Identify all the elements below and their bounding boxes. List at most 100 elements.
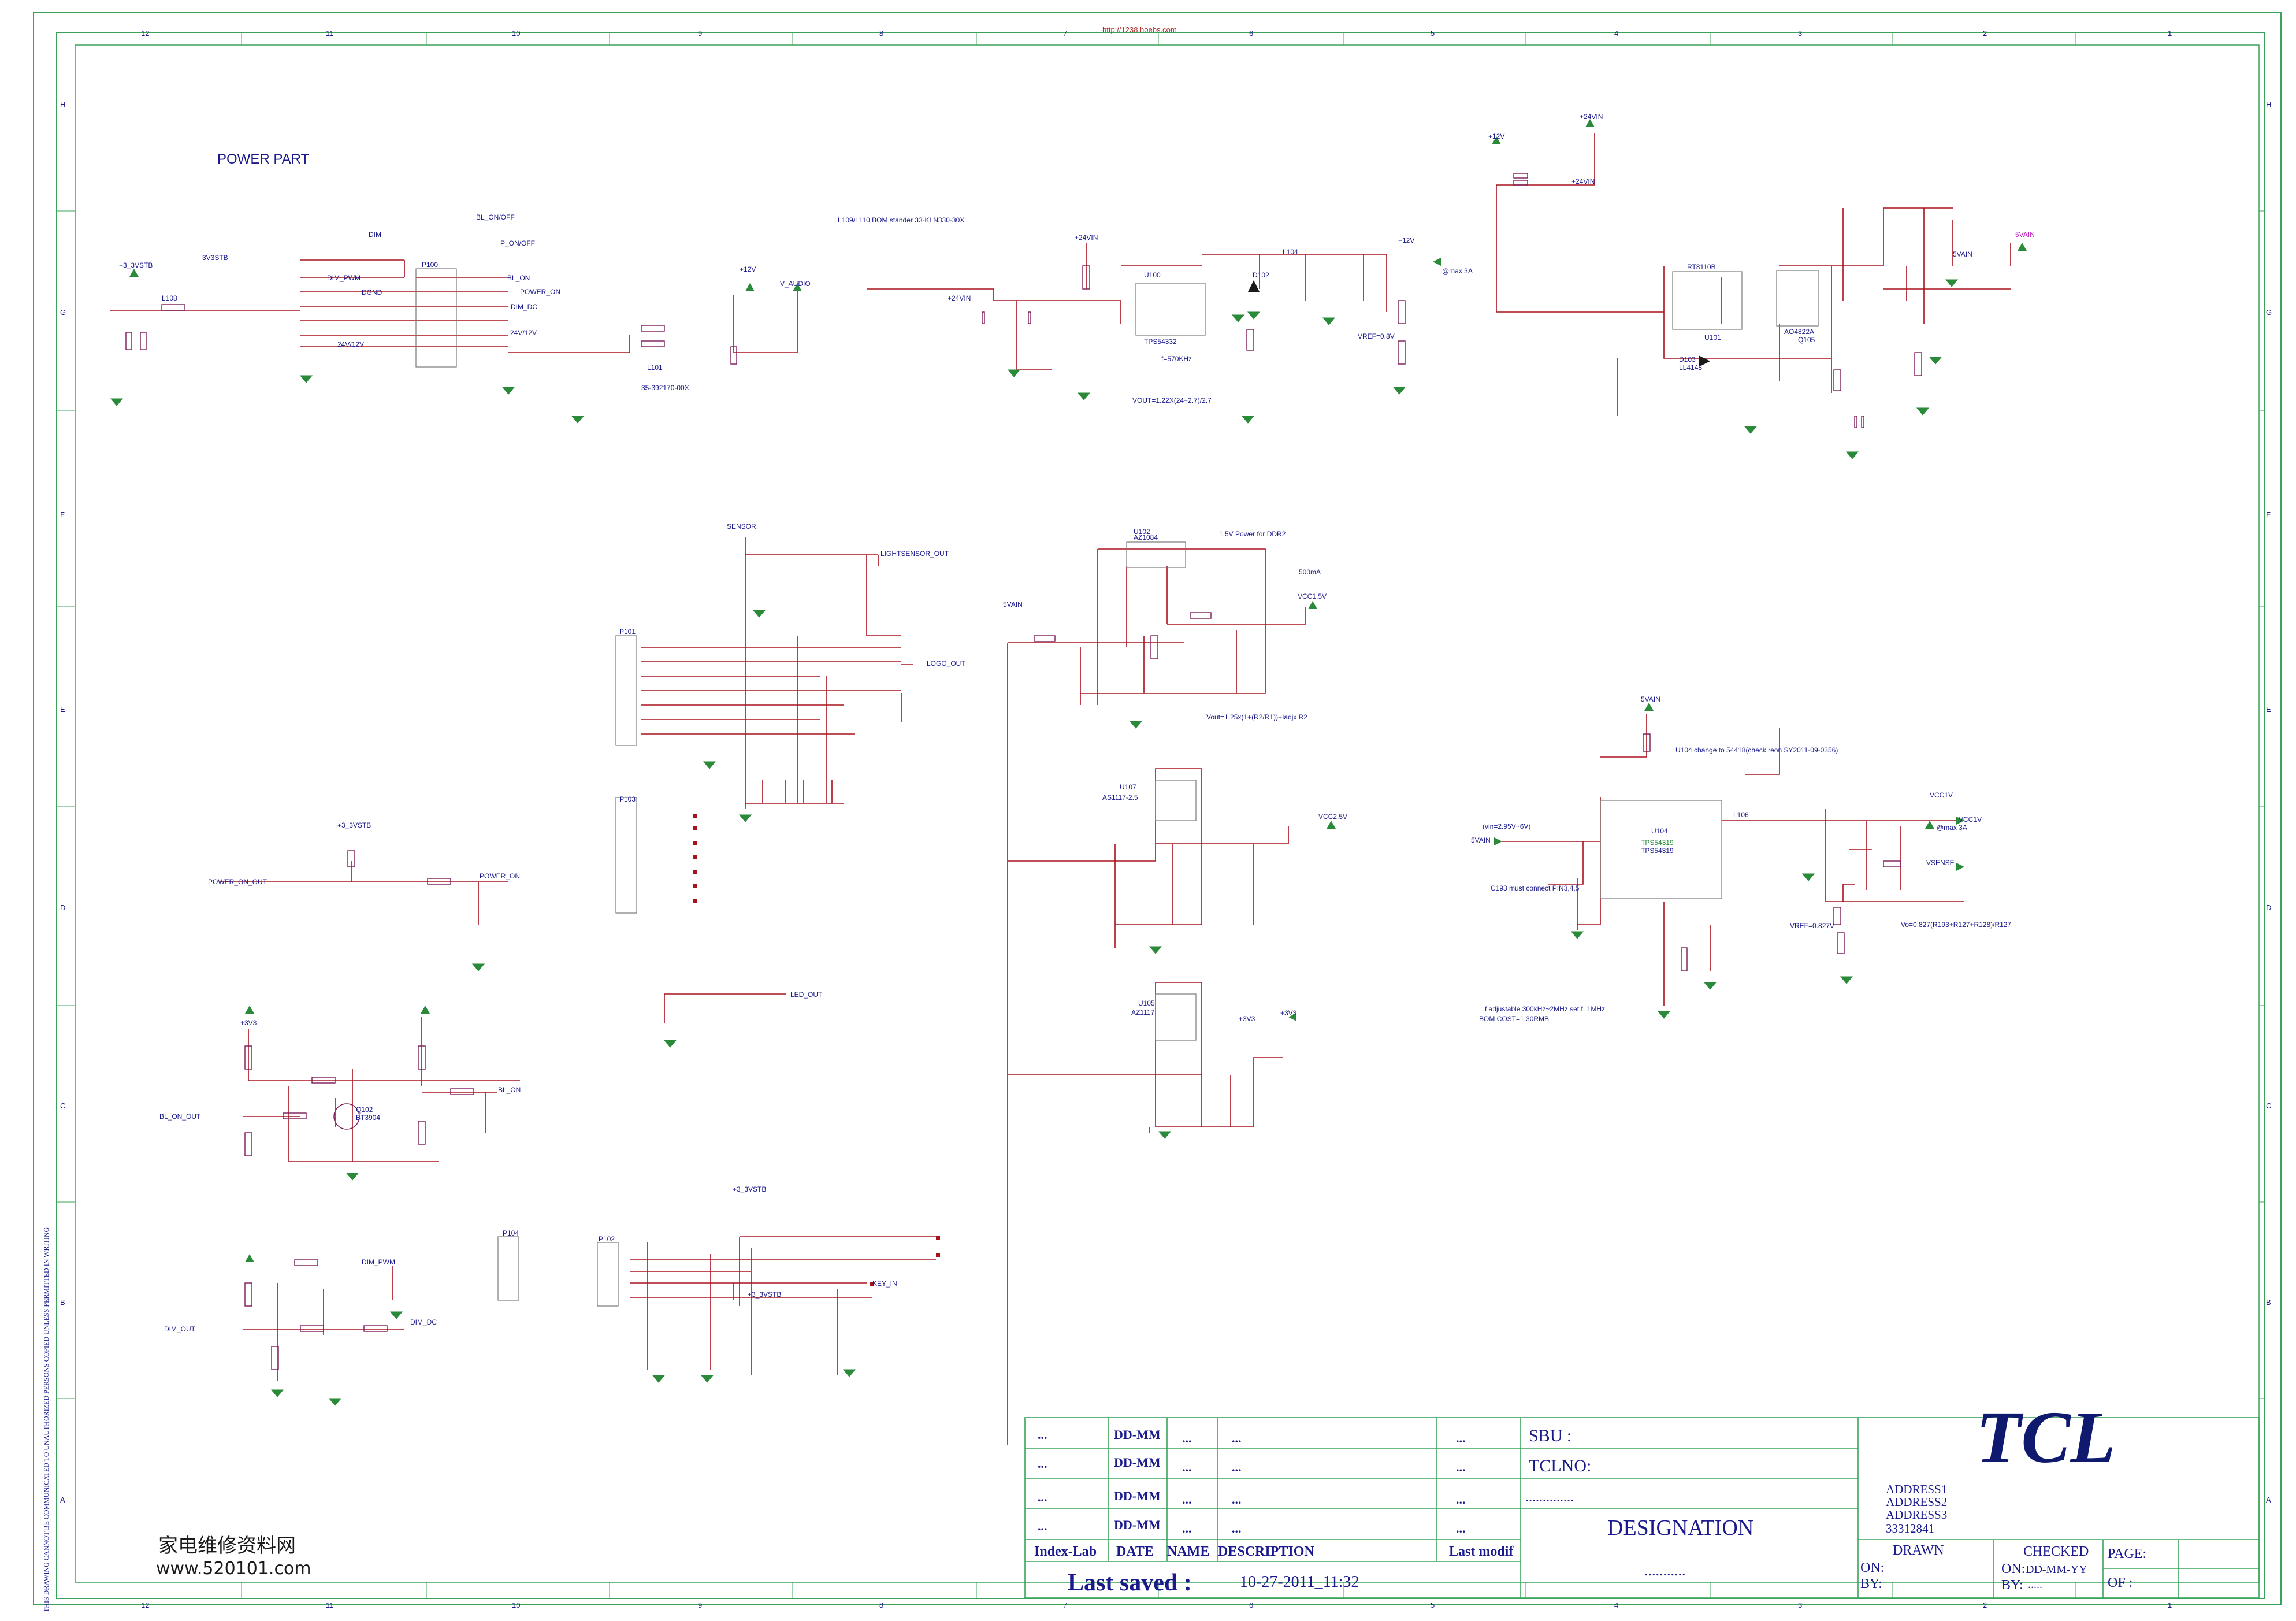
col-label: 9 <box>698 29 702 38</box>
net-label: 5VAIN <box>1471 836 1491 844</box>
row-label: D <box>60 903 65 912</box>
col-label: 2 <box>1983 1601 1987 1609</box>
sensor-header-block <box>615 537 913 914</box>
comp-part: TPS54319 <box>1641 839 1674 847</box>
header-date: DATE <box>1116 1544 1154 1559</box>
comp-ref: U107 <box>1120 783 1136 791</box>
buck-u104-block <box>1494 703 1964 1019</box>
net-label: +3_3VSTB <box>337 821 371 829</box>
net-label: VCC1.5V <box>1298 592 1327 600</box>
drawn-on-label: ON: <box>1860 1560 1884 1575</box>
note-c193: C193 must connect PIN3,4,5 <box>1491 884 1580 892</box>
rev-desc: ... <box>1232 1460 1242 1474</box>
col-label: 10 <box>512 1601 520 1609</box>
checked-by-value: ..... <box>2028 1578 2042 1591</box>
net-label: V_AUDIO <box>780 280 811 288</box>
header-last-modif: Last modif <box>1449 1544 1514 1559</box>
note-bom-cost: BOM COST=1.30RMB <box>1479 1015 1549 1023</box>
sbu-label: SBU : <box>1529 1426 1571 1445</box>
last-saved-value: 10-27-2011_11:32 <box>1240 1573 1359 1591</box>
sensor-labels: SENSOR LIGHTSENSOR_OUT LOGO_OUT P101 P10… <box>619 522 965 803</box>
col-label: 7 <box>1063 29 1067 38</box>
comp-part: 35-392170-00X <box>641 384 689 392</box>
col-label: 8 <box>879 29 883 38</box>
u102-labels: U102 AZ1084 1.5V Power for DDR2 500mA VC… <box>1003 528 1327 721</box>
net-label: +3_3VSTB <box>733 1185 766 1193</box>
tclno-label: TCLNO: <box>1529 1456 1591 1475</box>
col-label: 4 <box>1614 1601 1618 1609</box>
net-label: +12V <box>740 265 756 273</box>
col-label: 10 <box>512 29 520 38</box>
net-label: DGND <box>362 288 382 296</box>
header-description: DESCRIPTION <box>1218 1544 1314 1559</box>
last-saved-label: Last saved : <box>1068 1570 1192 1596</box>
comp-ref: L108 <box>162 294 177 302</box>
comp-ref: P102 <box>599 1235 615 1243</box>
side-copyright-note: THIS DRAWING CANNOT BE COMMUNICATED TO U… <box>42 1227 50 1612</box>
net-label: +3_3VSTB <box>119 261 153 269</box>
net-label: DIM_PWM <box>327 274 361 282</box>
left-driver-block <box>220 850 520 1406</box>
rev-date: DD-MM <box>1114 1455 1161 1470</box>
comp-ref: P100 <box>422 261 438 269</box>
net-label: LED_OUT <box>790 991 823 999</box>
comp-part: AO4822A <box>1784 328 1814 336</box>
rev-desc: ... <box>1232 1521 1242 1535</box>
url-text: http://1238.hoebs.com <box>1102 25 1177 34</box>
row-label: F <box>2266 510 2271 519</box>
note-bom: L109/L110 BOM stander 33-KLN330-30X <box>838 216 964 224</box>
net-label: 24V/12V <box>337 340 364 348</box>
net-label: 3V3STB <box>202 254 228 262</box>
col-label: 6 <box>1249 29 1253 38</box>
col-label: 1 <box>2168 1601 2172 1609</box>
buck-u100-block <box>867 243 1441 424</box>
row-label: F <box>60 510 65 519</box>
net-label: 5VAIN <box>1953 250 1972 258</box>
net-label: KEY_IN <box>872 1279 897 1288</box>
col-label: 9 <box>698 1601 702 1609</box>
col-label: 3 <box>1798 1601 1802 1609</box>
net-label: BL_ON <box>498 1086 521 1094</box>
checked-by-label: BY: <box>2001 1578 2023 1593</box>
col-label: 7 <box>1063 1601 1067 1609</box>
rev-date: DD-MM <box>1114 1518 1161 1532</box>
net-label: 5VAIN <box>2015 231 2035 239</box>
net-label: +24VIN <box>948 294 971 302</box>
net-label: VCC1V <box>1959 815 1982 824</box>
key-labels: LED_OUT P104 P102 KEY_IN +3_3VSTB +3_3VS… <box>503 991 897 1299</box>
net-label: +24VIN <box>1075 233 1098 242</box>
designation-value: ........... <box>1644 1562 1686 1579</box>
drawing-code: 33312841 <box>1886 1522 1934 1535</box>
net-label: DIM_PWM <box>362 1258 395 1266</box>
col-label: 12 <box>141 1601 149 1609</box>
net-label: +3V3 <box>1280 1009 1297 1017</box>
col-label: 1 <box>2168 29 2172 38</box>
comp-ref: U102 <box>1134 528 1150 536</box>
rev-name: ... <box>1182 1460 1192 1474</box>
row-label: H <box>2266 100 2271 109</box>
net-label: DIM_OUT <box>164 1325 196 1333</box>
comp-ref: U101 <box>1704 333 1721 342</box>
row-label: B <box>2266 1298 2271 1307</box>
row-label: G <box>2266 308 2272 317</box>
checked-label: CHECKED <box>2023 1544 2089 1559</box>
net-label: POWER_ON <box>520 288 560 296</box>
connector-p100-block <box>110 259 802 424</box>
net-label: 5VAIN <box>1641 695 1660 703</box>
title-block: ... DD-MM ... ... ... ... DD-MM ... ... … <box>1024 1396 2260 1598</box>
col-label: 5 <box>1431 1601 1435 1609</box>
note-fsw: f=570KHz <box>1161 355 1192 363</box>
net-label: +3V3 <box>1239 1015 1255 1023</box>
row-label: C <box>60 1101 65 1110</box>
page-label: PAGE: <box>2108 1546 2146 1561</box>
net-label: POWER_ON <box>480 872 520 880</box>
comp-part: TPS54332 <box>1144 337 1177 346</box>
col-label: 3 <box>1798 29 1802 38</box>
ldo-u102-block <box>1007 541 1317 1445</box>
col-label: 11 <box>326 29 334 38</box>
net-label: P_ON/OFF <box>500 239 535 247</box>
controller-u101-block <box>1492 119 2027 459</box>
note-vref: VREF=0.827V <box>1790 922 1834 930</box>
net-label: VSENSE <box>1926 859 1955 867</box>
